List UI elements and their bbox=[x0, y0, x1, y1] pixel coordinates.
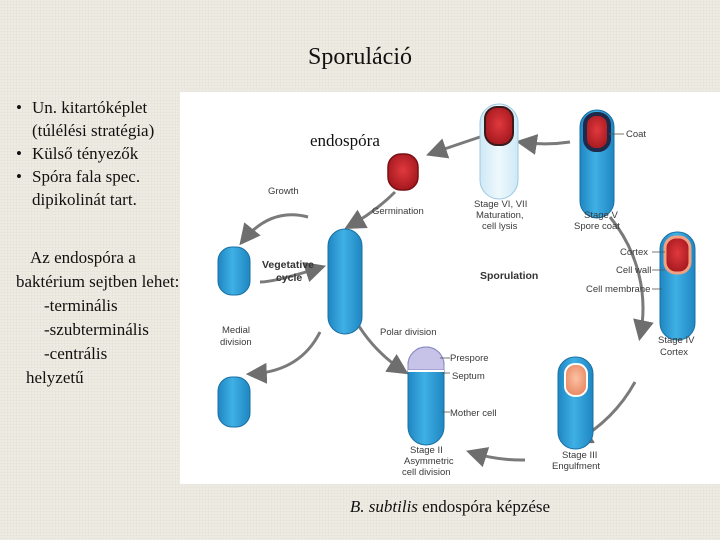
stage-iv-label-2: Cortex bbox=[660, 347, 688, 358]
stage-iv-spore bbox=[663, 235, 692, 275]
cell-membrane-label: Cell membrane bbox=[586, 284, 650, 295]
medial-division-arrow bbox=[245, 331, 322, 384]
endospore-label: endospóra bbox=[310, 131, 380, 150]
vegetative-cell-large bbox=[327, 228, 363, 335]
stage-vi-vii-label-3: cell lysis bbox=[482, 221, 518, 232]
stage-ii-label: Stage II bbox=[410, 445, 443, 456]
figure-caption: B. subtilis endospóra képzése bbox=[180, 497, 720, 517]
growth-arrow bbox=[239, 213, 309, 246]
septum-label: Septum bbox=[452, 371, 485, 382]
cycle-arc-top bbox=[515, 134, 571, 155]
germination-down-arrow bbox=[344, 190, 397, 230]
prespore-label: Prespore bbox=[450, 353, 489, 364]
stage-ii-label-3: cell division bbox=[402, 467, 451, 478]
stage-vi-vii-label: Stage VI, VII bbox=[474, 199, 527, 210]
position-terminal: -terminális bbox=[44, 296, 118, 315]
polar-division-label: Polar division bbox=[380, 327, 437, 338]
stage-v-label: Stage V bbox=[584, 210, 618, 221]
bullet-item: Un. kitartóképlet (túlélési stratégia) bbox=[14, 96, 194, 142]
stage-iv-label: Stage IV bbox=[658, 335, 695, 346]
stage-iii-label-2: Engulfment bbox=[552, 461, 600, 472]
sporulation-diagram: Growth Vegetative cycle Medial division … bbox=[180, 92, 720, 484]
vegetative-cell-top bbox=[217, 246, 251, 296]
vegetative-return-arrow bbox=[259, 262, 327, 284]
bullet-item: Spóra fala spec. dipikolinát tart. bbox=[14, 165, 194, 211]
vegetative-cell-bottom bbox=[217, 376, 251, 428]
free-endospore bbox=[387, 153, 419, 191]
cycle-arc-bottom bbox=[465, 447, 526, 468]
stage-v-label-2: Spore coat bbox=[574, 221, 620, 232]
sporulation-label: Sporulation bbox=[480, 270, 538, 282]
paragraph-intro: Az endospóra a baktérium sejtben lehet: bbox=[16, 248, 180, 291]
caption-species: B. subtilis bbox=[349, 497, 418, 516]
medial-division-label: Medial bbox=[222, 325, 250, 336]
cortex-label: Cortex bbox=[620, 247, 648, 258]
vegetative-cycle-label: Vegetative bbox=[262, 259, 314, 271]
growth-label: Growth bbox=[268, 186, 299, 197]
stage-iii-prespore bbox=[564, 363, 588, 397]
cycle-arc-right bbox=[608, 216, 654, 342]
mother-cell-label: Mother cell bbox=[450, 408, 496, 419]
slide-title: Sporuláció bbox=[308, 44, 412, 70]
bullet-list: Un. kitartóképlet (túlélési stratégia) K… bbox=[14, 96, 194, 211]
cell-wall-label: Cell wall bbox=[616, 265, 651, 276]
stage-vi-vii-label-2: Maturation, bbox=[476, 210, 524, 221]
germination-arrow bbox=[426, 135, 481, 159]
stage-iii-label: Stage III bbox=[562, 450, 597, 461]
stage-v-spore bbox=[583, 112, 611, 152]
vegetative-cycle-label-2: cycle bbox=[276, 272, 302, 284]
stage-vi-vii-spore bbox=[484, 106, 514, 146]
position-subterminal: -szubterminális bbox=[44, 320, 149, 339]
coat-label: Coat bbox=[626, 129, 646, 140]
medial-division-label-2: division bbox=[220, 337, 252, 348]
paragraph-tail: helyzetű bbox=[26, 368, 84, 387]
bullet-item: Külső tényezők bbox=[14, 142, 194, 165]
stage-ii-prespore bbox=[407, 346, 445, 371]
position-paragraph: Az endospóra a baktérium sejtben lehet: … bbox=[16, 246, 188, 390]
germination-label: Germination bbox=[372, 206, 424, 217]
caption-text: endospóra képzése bbox=[417, 497, 551, 516]
position-central: -centrális bbox=[44, 344, 108, 363]
stage-ii-label-2: Asymmetric bbox=[404, 456, 454, 467]
